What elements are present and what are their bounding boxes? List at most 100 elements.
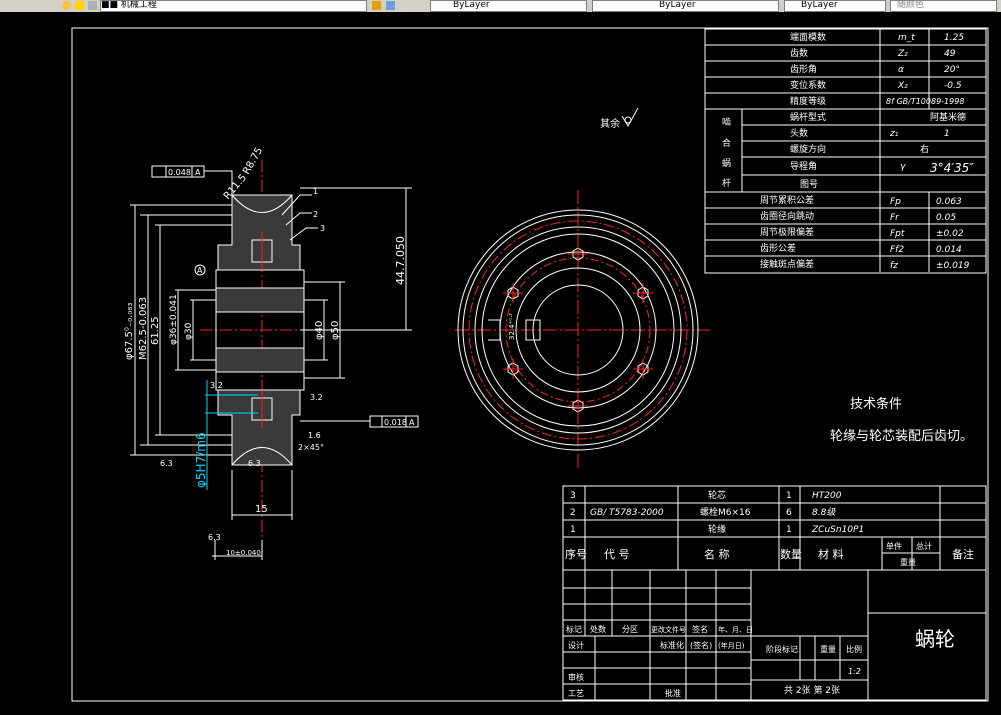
dim-15: 15 [255, 504, 268, 515]
bom-no-3: 1 [570, 525, 576, 535]
bom-qty-1: 1 [786, 491, 792, 501]
sun-icon[interactable] [75, 1, 84, 10]
drawing-border [71, 27, 989, 702]
gdt-bottom-value: 0.018 [384, 418, 407, 427]
param-name-5: 精度等级 [790, 95, 826, 107]
datum-a-label: A [197, 266, 203, 275]
lock-icon[interactable] [88, 1, 97, 10]
tech-title: 技术条件 [850, 396, 902, 412]
gdt-bottom-datum: A [409, 418, 415, 427]
tb-sign: (签名) [690, 640, 712, 650]
tb-part-name: 蜗轮 [915, 627, 955, 651]
bom-qty-2: 6 [786, 508, 792, 518]
param-sym-1: m_t [898, 33, 915, 43]
tol-sym-5: fz [890, 261, 898, 271]
leader-2: 2 [313, 210, 318, 219]
dim-keyslot: 32.4⁺⁰·² [508, 313, 516, 340]
tol-name-5: 接触斑点偏差 [760, 258, 814, 270]
bom-head-single: 单件 [886, 541, 902, 551]
tb-sheets: 共 2张 第 2张 [784, 684, 840, 696]
tb-label-5: 签名 [692, 624, 708, 634]
layer-state-icon[interactable] [62, 1, 71, 10]
bom-code-2: GB/ T5783-2000 [590, 508, 664, 518]
bom-mat-1: HT200 [812, 491, 842, 501]
layer-prev-icon[interactable] [386, 1, 395, 10]
gdt-top-value: 0.048 [168, 168, 191, 177]
tol-name-3: 周节极限偏差 [760, 226, 814, 238]
color-combo[interactable]: ByLayer [430, 0, 587, 12]
title-block [562, 569, 987, 701]
param-val-4: -0.5 [944, 81, 962, 91]
layer-combo-value: ■■ 机械工程 [101, 0, 157, 10]
dim-bore-fit: φ5H7/m6 [194, 432, 208, 488]
param-val-3: 20° [944, 65, 960, 75]
tb-approve: 批准 [665, 688, 681, 698]
bom-name-2: 螺栓M6×16 [700, 506, 751, 518]
dim-61: 61.25 [150, 316, 161, 345]
bom-qty-3: 1 [786, 525, 792, 535]
tb-review: 审核 [568, 672, 584, 682]
bom-name-1: 轮芯 [708, 489, 726, 501]
color-combo-value: ByLayer [453, 0, 490, 10]
dim-hub-dia: φ36±0.041 [169, 294, 179, 345]
param-name-3: 齿形角 [790, 63, 817, 75]
param-sym-3: α [898, 65, 904, 75]
tol-sym-2: Fr [890, 213, 900, 223]
dim-m62: M62.5-0.063 [138, 297, 149, 360]
param-name-2: 齿数 [790, 47, 808, 59]
tol-val-1: 0.063 [936, 197, 962, 207]
plotstyle-combo[interactable]: 随颜色 [890, 0, 997, 12]
bom-text: 3 轮芯 1 HT200 2 GB/ T5783-2000 螺栓M6×16 6 … [565, 489, 974, 567]
tol-sym-1: Fp [890, 197, 901, 207]
linetype-combo[interactable]: ByLayer [592, 0, 779, 12]
front-view [455, 190, 710, 470]
roughness-6: 1.6 [308, 431, 321, 440]
param-sym-4: X₂ [897, 81, 908, 91]
mesh-name-4: 导程角 [790, 160, 817, 172]
roughness-1: 6.3 [160, 459, 173, 468]
tol-sym-4: Ff2 [890, 245, 904, 255]
tol-val-3: ±0.02 [936, 229, 964, 239]
lineweight-combo-value: ByLayer [801, 0, 838, 10]
tech-line-1: 轮缘与轮芯装配后齿切。 [830, 429, 973, 444]
bom-head-weight: 重量 [900, 557, 916, 567]
bom-head-remark: 备注 [952, 547, 974, 561]
tb-craft: 工艺 [568, 689, 584, 698]
tb-label-3: 分区 [622, 625, 638, 634]
tol-sym-3: Fpt [890, 229, 905, 239]
tb-standardize: 标准化 [660, 640, 684, 650]
dim-outer-dia: φ67.5⁰₋₀.₀₈₃ [124, 303, 135, 360]
tb-label-6: 年、月、日 [718, 625, 753, 634]
mesh-name-1: 蜗杆型式 [790, 111, 826, 123]
bom-mat-3: ZCuSn10P1 [811, 525, 864, 535]
dim-44: 44.7.050 [394, 236, 407, 285]
tol-val-4: 0.014 [936, 245, 962, 255]
tb-label-1: 标记 [566, 624, 582, 634]
mesh-char-2: 合 [722, 137, 731, 149]
bom-mat-2: 8.8级 [812, 507, 836, 518]
tb-label-4: 更改文件号 [651, 625, 686, 634]
tb-weight: 重量 [820, 644, 836, 654]
tb-date: (年月日) [718, 641, 745, 650]
mesh-val-3: 右 [920, 143, 929, 155]
bom-no-1: 3 [570, 491, 576, 501]
dim-50: φ50 [330, 321, 341, 340]
dim-keyway: 10±0.040 [226, 549, 261, 557]
param-name-4: 变位系数 [790, 79, 826, 91]
tb-scale: 比例 [846, 644, 862, 654]
layer-combo[interactable]: ■■ 机械工程 [100, 0, 367, 12]
tol-name-4: 齿形公差 [760, 242, 796, 254]
dim-chamfer: 2×45° [298, 443, 324, 452]
mesh-char-3: 蜗 [722, 158, 731, 169]
toolbar: ■■ 机械工程 ByLayer ByLayer ByLayer 随颜色 [0, 0, 1001, 13]
mesh-char-4: 杆 [722, 177, 731, 189]
bom-head-mat: 材 料 [818, 547, 844, 561]
param-val-5: 8f GB/T10089-1998 [886, 97, 964, 106]
tb-scale-value: 1:2 [848, 667, 861, 676]
bom-head-qty: 数量 [780, 548, 802, 561]
bom-head-total: 总计 [916, 541, 932, 551]
mesh-char-1: 啮 [722, 116, 731, 128]
match-layer-icon[interactable] [372, 1, 381, 10]
lineweight-combo[interactable]: ByLayer [784, 0, 886, 12]
drawing-canvas[interactable]: 端面模数 m_t 1.25 齿数 Z₂ 49 齿形角 α 20° 变位系数 X₂… [0, 12, 1001, 715]
